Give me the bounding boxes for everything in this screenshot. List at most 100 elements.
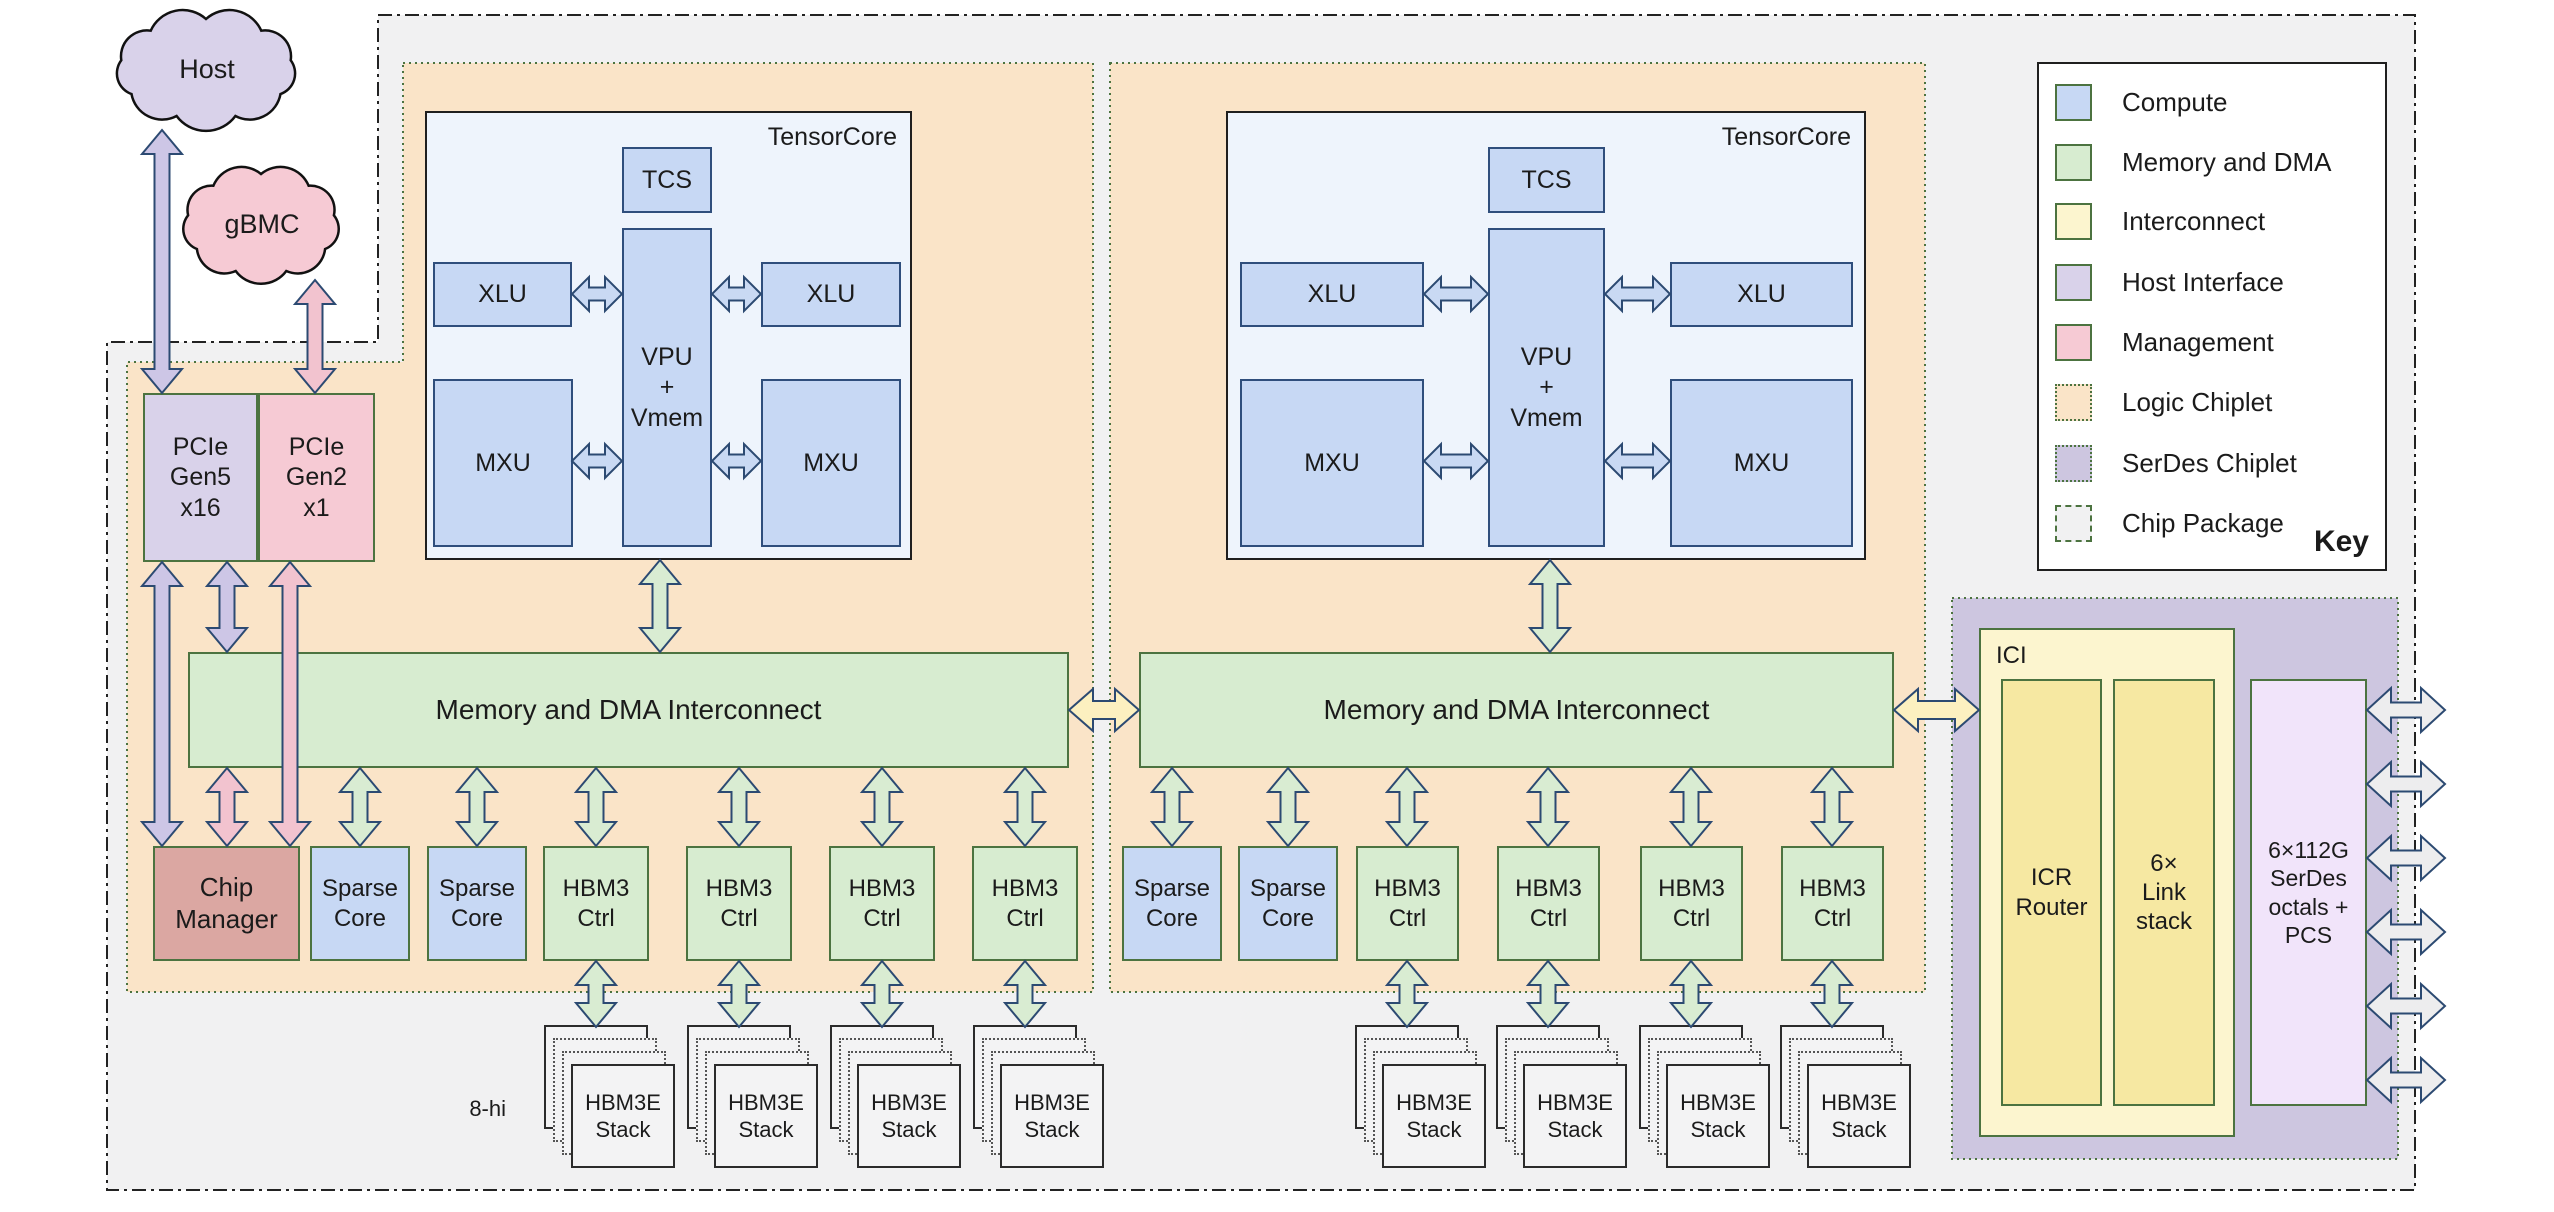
xlu-box: XLU bbox=[761, 262, 901, 327]
arrow-gray bbox=[2365, 759, 2447, 809]
xlu-box: XLU bbox=[1240, 262, 1424, 327]
arrow-green bbox=[1525, 766, 1571, 848]
tensorcore-title: TensorCore bbox=[1721, 123, 1851, 151]
legend-item: SerDes Chiplet bbox=[2055, 444, 2297, 482]
hbm3e-stack-front: HBM3E Stack bbox=[857, 1064, 961, 1168]
sparse-core-box: Sparse Core bbox=[1238, 846, 1338, 961]
tensorcore-title: TensorCore bbox=[767, 123, 897, 151]
icr-router-box: ICR Router bbox=[2001, 679, 2102, 1106]
arrow-gray bbox=[2365, 685, 2447, 735]
xlu-box: XLU bbox=[433, 262, 572, 327]
hbm3e-stack-front: HBM3E Stack bbox=[1807, 1064, 1911, 1168]
hbm3-ctrl-box: HBM3 Ctrl bbox=[1640, 846, 1743, 961]
ici-title: ICI bbox=[1996, 642, 2027, 669]
arrow-green bbox=[859, 766, 905, 848]
legend-item: Interconnect bbox=[2055, 202, 2265, 240]
cloud-host-label: Host bbox=[179, 53, 235, 84]
arrow-gray bbox=[2365, 833, 2447, 883]
serdes-octals-box: 6×112G SerDes octals + PCS bbox=[2250, 679, 2367, 1106]
cloud-gbmc-label: gBMC bbox=[224, 208, 300, 239]
xlu-box: XLU bbox=[1670, 262, 1853, 327]
legend-label: Logic Chiplet bbox=[2122, 386, 2273, 417]
mxu-box: MXU bbox=[761, 379, 901, 547]
vpu-vmem-box: VPU + Vmem bbox=[622, 228, 712, 547]
pcie-gen2-box: PCIe Gen2 x1 bbox=[258, 393, 375, 562]
arrow-pink bbox=[204, 766, 250, 848]
link-stack-box: 6× Link stack bbox=[2113, 679, 2215, 1106]
legend-label: Memory and DMA bbox=[2122, 146, 2332, 177]
arrow-green bbox=[1809, 766, 1855, 848]
hbm3-ctrl-box: HBM3 Ctrl bbox=[1356, 846, 1459, 961]
arrow-pink bbox=[292, 278, 338, 395]
stack-height-label: 8-hi bbox=[469, 1096, 506, 1121]
legend-swatch-host-interface bbox=[2055, 263, 2092, 301]
legend-item: Chip Package bbox=[2055, 504, 2284, 542]
arrow-purple bbox=[139, 560, 185, 848]
legend-swatch-management bbox=[2055, 323, 2092, 361]
hbm3-ctrl-box: HBM3 Ctrl bbox=[829, 846, 935, 961]
legend-item: Logic Chiplet bbox=[2055, 383, 2272, 421]
legend-item: Compute bbox=[2055, 83, 2228, 121]
arrow-gray bbox=[2365, 907, 2447, 957]
hbm3-ctrl-box: HBM3 Ctrl bbox=[543, 846, 649, 961]
legend-swatch-logic-chiplet bbox=[2055, 383, 2092, 421]
mxu-box: MXU bbox=[1240, 379, 1424, 547]
legend-swatch-chip-package bbox=[2055, 504, 2092, 542]
hbm3-ctrl-box: HBM3 Ctrl bbox=[1497, 846, 1600, 961]
legend-item: Host Interface bbox=[2055, 263, 2284, 301]
hbm3e-stack-front: HBM3E Stack bbox=[571, 1064, 675, 1168]
hbm3e-stack-front: HBM3E Stack bbox=[714, 1064, 818, 1168]
memory-dma-interconnect-bar: Memory and DMA Interconnect bbox=[1139, 652, 1894, 768]
legend-label: Chip Package bbox=[2122, 507, 2284, 538]
tcs-box: TCS bbox=[622, 147, 712, 213]
arrow-gray bbox=[2365, 1055, 2447, 1105]
legend-label: Management bbox=[2122, 326, 2274, 357]
legend-title: Key bbox=[2313, 525, 2369, 558]
pcie-gen5-box: PCIe Gen5 x16 bbox=[143, 393, 258, 562]
legend-swatch-memory-dma bbox=[2055, 143, 2092, 181]
arrow-green bbox=[716, 959, 762, 1029]
hbm3-ctrl-box: HBM3 Ctrl bbox=[972, 846, 1078, 961]
tcs-box: TCS bbox=[1488, 147, 1605, 213]
arrow-green bbox=[1384, 766, 1430, 848]
chip-manager-box: Chip Manager bbox=[153, 846, 300, 961]
arrow-gray bbox=[2365, 981, 2447, 1031]
arrow-yellow bbox=[1067, 686, 1141, 734]
arrow-green bbox=[1384, 959, 1430, 1029]
arrow-green bbox=[637, 558, 683, 654]
hbm3e-stack-front: HBM3E Stack bbox=[1523, 1064, 1627, 1168]
hbm3e-stack-front: HBM3E Stack bbox=[1666, 1064, 1770, 1168]
arrow-green bbox=[573, 766, 619, 848]
arrow-purple bbox=[204, 560, 250, 654]
legend: Compute Memory and DMA Interconnect Host… bbox=[2037, 62, 2387, 571]
sparse-core-box: Sparse Core bbox=[1122, 846, 1222, 961]
arrow-green bbox=[573, 959, 619, 1029]
arrow-green bbox=[1809, 959, 1855, 1029]
arrow-green bbox=[1525, 959, 1571, 1029]
hbm3-ctrl-box: HBM3 Ctrl bbox=[1781, 846, 1884, 961]
arrow-purple bbox=[139, 128, 185, 395]
legend-swatch-serdes-chiplet bbox=[2055, 444, 2092, 482]
legend-swatch-compute bbox=[2055, 83, 2092, 121]
arrow-green bbox=[1527, 558, 1573, 654]
legend-label: Host Interface bbox=[2122, 266, 2284, 297]
legend-item: Memory and DMA bbox=[2055, 143, 2332, 181]
legend-swatch-interconnect bbox=[2055, 202, 2092, 240]
legend-label: Compute bbox=[2122, 86, 2228, 117]
arrow-green bbox=[716, 766, 762, 848]
arrow-green bbox=[1668, 766, 1714, 848]
legend-label: Interconnect bbox=[2122, 205, 2266, 236]
hbm3e-stack-front: HBM3E Stack bbox=[1000, 1064, 1104, 1168]
arrow-green bbox=[1149, 766, 1195, 848]
mxu-box: MXU bbox=[433, 379, 573, 547]
vpu-vmem-box: VPU + Vmem bbox=[1488, 228, 1605, 547]
arrow-green bbox=[859, 959, 905, 1029]
arrow-green bbox=[337, 766, 383, 848]
arrow-green bbox=[1265, 766, 1311, 848]
arrow-green bbox=[1002, 766, 1048, 848]
arrow-green bbox=[454, 766, 500, 848]
arrow-green bbox=[1002, 959, 1048, 1029]
hbm3e-stack-front: HBM3E Stack bbox=[1382, 1064, 1486, 1168]
hbm3-ctrl-box: HBM3 Ctrl bbox=[686, 846, 792, 961]
legend-label: SerDes Chiplet bbox=[2122, 447, 2297, 478]
